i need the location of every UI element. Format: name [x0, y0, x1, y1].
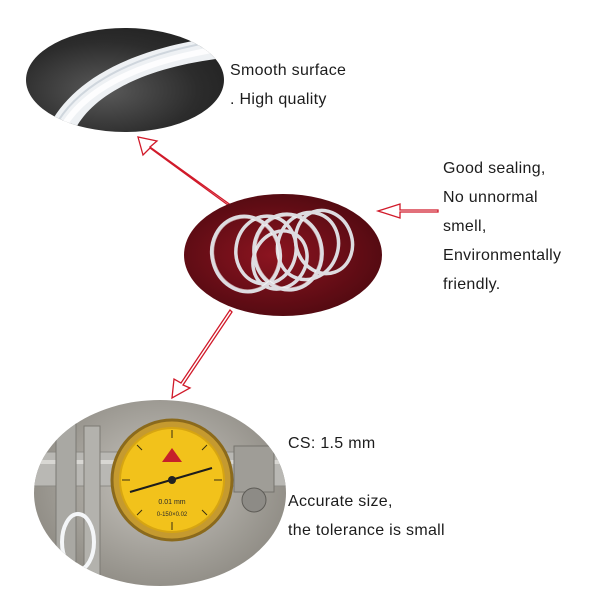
arrow-to-top-photo [137, 136, 233, 210]
cross-section-caption: CS: 1.5 mm [288, 429, 375, 458]
accuracy-caption: Accurate size, the tolerance is small [288, 487, 445, 545]
accuracy-caption-line: Accurate size, [288, 493, 393, 510]
arrow-from-right-text [375, 203, 439, 219]
sealing-caption-line: Environmentally [443, 247, 562, 264]
dial-reading-text: 0.01 mm [158, 499, 185, 506]
accuracy-caption-line: the tolerance is small [288, 522, 445, 539]
sealing-caption-line: friendly. [443, 276, 501, 293]
arrow-to-bottom-photo [171, 308, 233, 400]
caliper-measurement-photo: 0.01 mm 0-150×0.02 [34, 400, 286, 586]
dial-serial-text: 0-150×0.02 [157, 512, 188, 518]
o-rings-photo [184, 194, 382, 316]
sealing-caption-line: Good sealing, [443, 160, 546, 177]
surface-caption: Smooth surface . High quality [230, 56, 346, 114]
surface-caption-line: Smooth surface [230, 62, 347, 79]
cross-section-text: CS: 1.5 mm [288, 435, 376, 452]
sealing-caption-line: No unnormal [443, 189, 538, 206]
sealing-caption-line: smell, [443, 218, 487, 235]
surface-closeup-photo [26, 28, 224, 132]
sealing-caption: Good sealing, No unnormal smell, Environ… [443, 154, 561, 299]
surface-caption-line: . High quality [230, 91, 327, 108]
